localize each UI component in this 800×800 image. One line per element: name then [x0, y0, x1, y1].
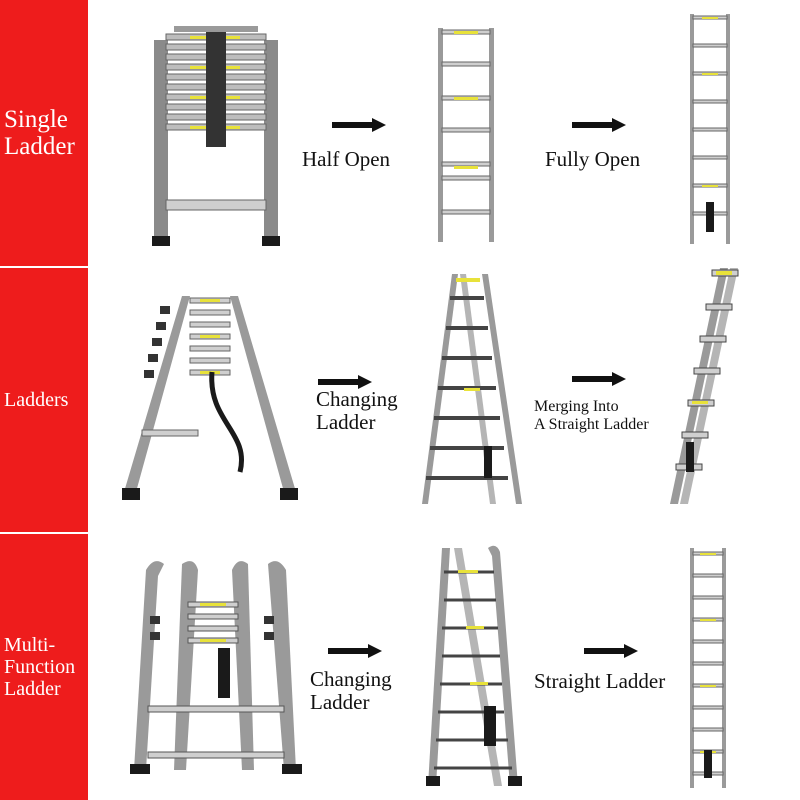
category-ladders: Ladders — [0, 268, 88, 532]
right-arrow-icon — [572, 372, 626, 386]
category-multi-function-ladder: Multi- Function Ladder — [0, 534, 88, 800]
ladder-icon — [438, 28, 494, 242]
sidebar-divider — [0, 532, 88, 534]
ladder-icon — [152, 26, 280, 246]
step-label-merging: Merging Into A Straight Ladder — [534, 398, 649, 433]
right-arrow-icon — [572, 118, 626, 132]
category-label: Single Ladder — [4, 105, 75, 161]
right-arrow-icon — [584, 644, 638, 658]
step-label-half-open: Half Open — [302, 147, 391, 171]
ladder-icon — [670, 268, 739, 504]
ladder-icon — [690, 548, 726, 788]
category-single-ladder: Single Ladder — [0, 0, 88, 266]
ladder-icon — [426, 545, 522, 786]
step-label-changing-ladder-2: Changing Ladder — [310, 667, 392, 715]
step-label-straight-ladder: Straight Ladder — [534, 669, 666, 693]
ladder-icon — [122, 296, 298, 500]
category-sidebar: Single Ladder Ladders Multi- Function La… — [0, 0, 88, 800]
category-label: Multi- Function Ladder — [4, 634, 76, 700]
category-label: Ladders — [4, 389, 69, 411]
sidebar-divider — [0, 266, 88, 268]
right-arrow-icon — [332, 118, 386, 132]
right-arrow-icon — [328, 644, 382, 658]
ladder-icon — [130, 561, 302, 774]
step-label-changing-ladder: Changing Ladder — [316, 387, 398, 435]
right-arrow-icon — [318, 375, 372, 389]
ladder-icon — [422, 274, 522, 504]
step-label-fully-open: Fully Open — [545, 147, 641, 171]
ladder-icon — [690, 14, 730, 244]
